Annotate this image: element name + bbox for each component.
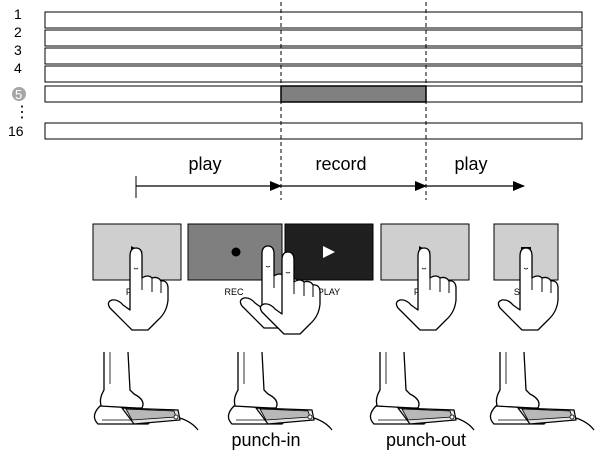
track-label-4: 4: [14, 60, 22, 76]
track-lane-2: [44, 29, 583, 47]
track-lane-1: [44, 11, 583, 29]
rec-button-label: REC: [224, 287, 244, 297]
track-lane-3: [44, 47, 583, 65]
play-button-active[interactable]: [284, 223, 374, 281]
track-label-5: 5: [15, 87, 22, 102]
recorded-region: [280, 85, 427, 103]
track-lane-4: [44, 65, 583, 83]
track-label-3: 3: [14, 42, 22, 58]
track-label-1: 1: [14, 6, 22, 22]
segment-label-record: record: [315, 154, 366, 174]
track-ellipsis: ⋮: [14, 104, 30, 121]
segment-label-play-2: play: [454, 154, 487, 174]
play-button-active-label: PLAY: [318, 287, 340, 297]
segment-label-play: play: [188, 154, 221, 174]
record-icon: [231, 247, 241, 257]
track-lane-16: [44, 122, 583, 140]
punch-in-caption: punch-in: [231, 430, 300, 450]
punch-out-caption: punch-out: [386, 430, 466, 450]
selected-track-badge: [12, 87, 26, 101]
foot-pedal-icon: [489, 351, 595, 431]
foot-pedal-icon: [227, 351, 333, 431]
track-label-2: 2: [14, 24, 22, 40]
foot-pedal-icon: [369, 351, 475, 431]
play-icon: [323, 246, 335, 258]
foot-pedal-icon: [93, 351, 199, 431]
track-label-16: 16: [8, 123, 24, 139]
